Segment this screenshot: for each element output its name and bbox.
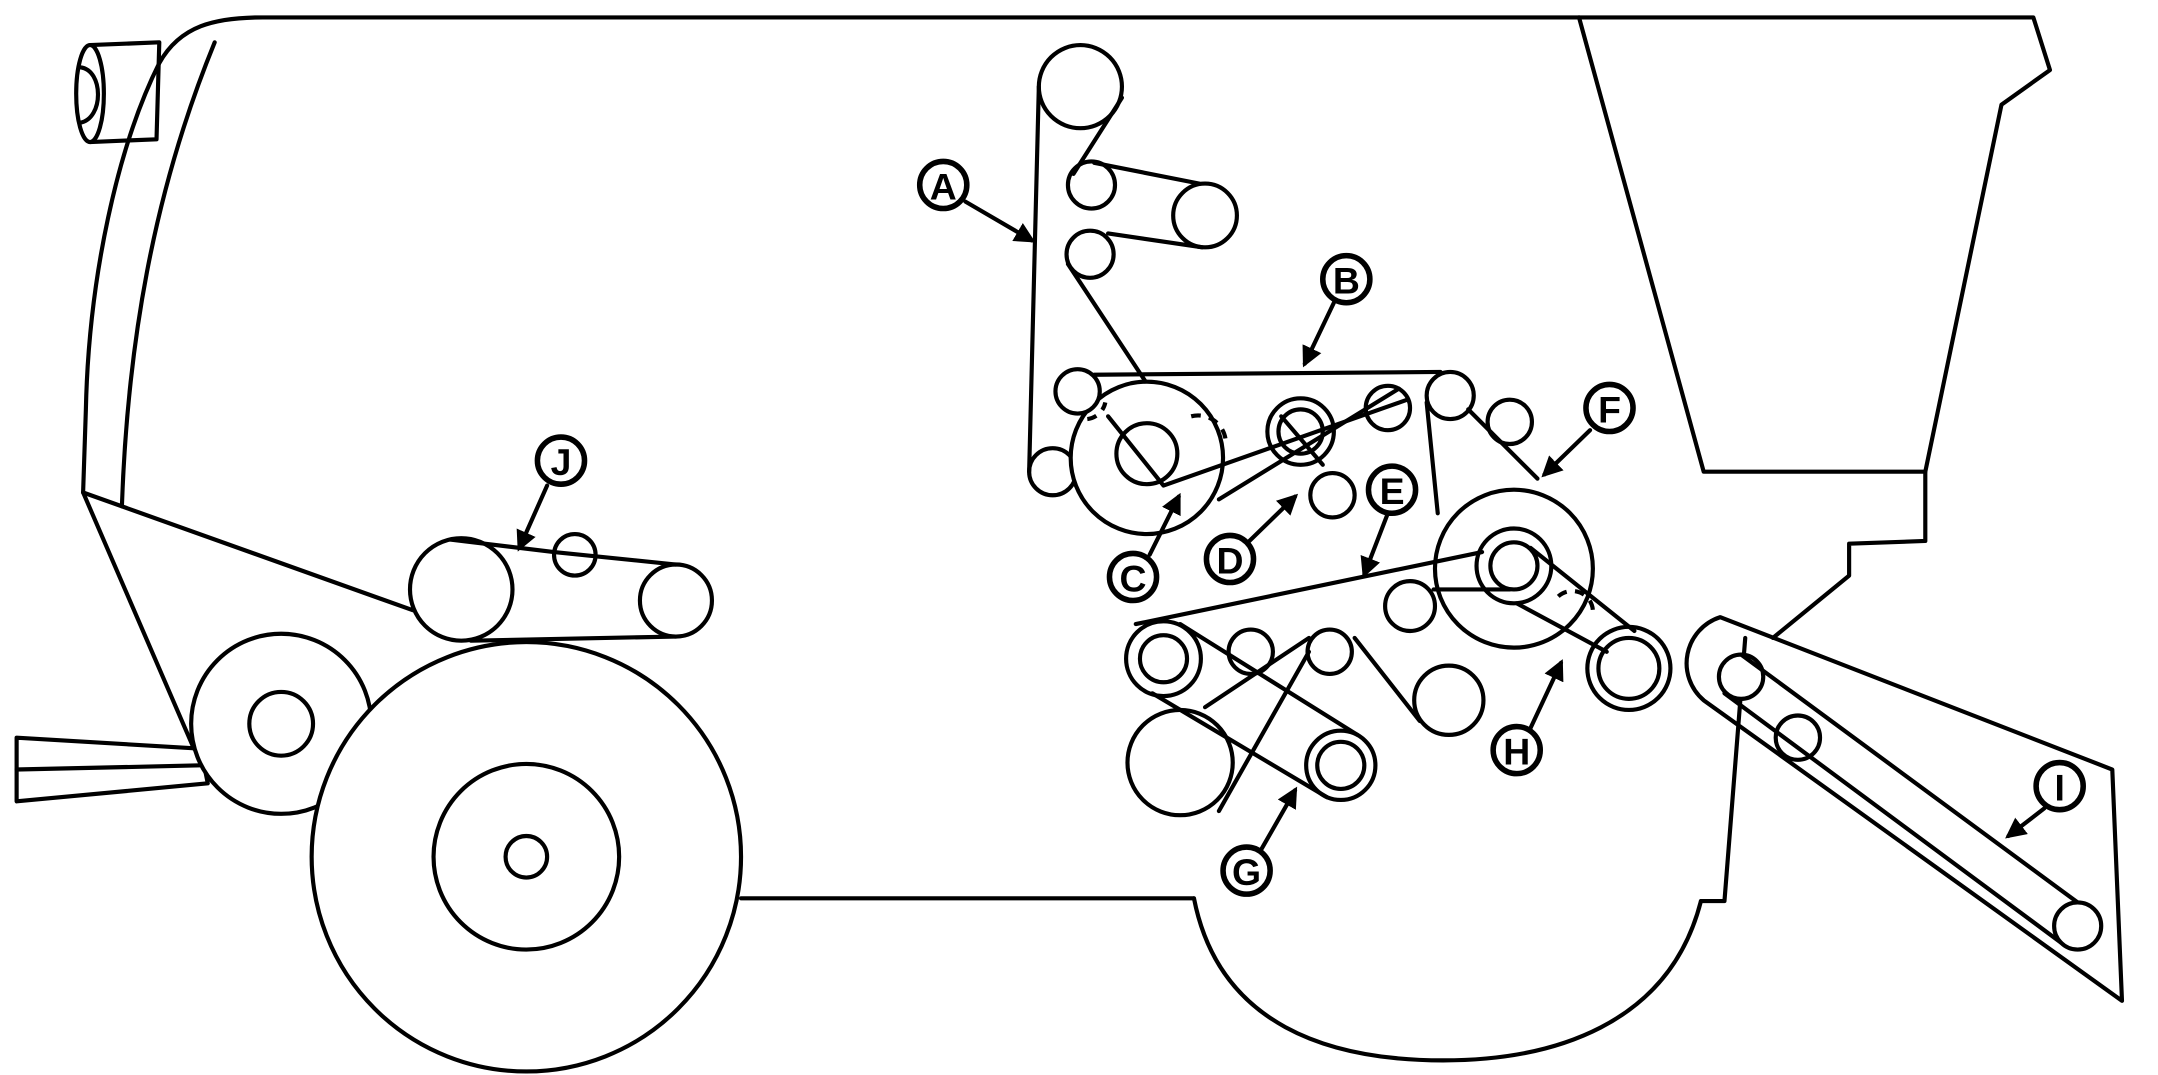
rear-steer-wheel [189, 631, 374, 816]
belt-g-cluster [1124, 549, 1485, 818]
callout-i-label: I [2054, 767, 2064, 809]
callout-f-label: F [1598, 388, 1621, 430]
callout-j-label: J [551, 441, 572, 483]
leader-arrows [516, 199, 2047, 851]
callout-b: B [1320, 252, 1373, 306]
rear-wheel-arch [1191, 896, 1703, 1063]
callout-c-label: C [1120, 557, 1147, 599]
header-pointer [14, 735, 210, 804]
drive-wheel [309, 639, 744, 1074]
callout-e-label: E [1380, 470, 1405, 512]
callout-j: J [534, 434, 588, 487]
callout-c: C [1106, 550, 1160, 604]
belt-bcd-cluster [1053, 367, 1535, 537]
feeder-tube [74, 40, 162, 145]
callout-g: G [1220, 844, 1273, 897]
belt-efh-cluster [1383, 400, 1673, 737]
callout-i: I [2033, 759, 2086, 813]
callout-h: H [1490, 723, 1544, 777]
callout-f: F [1583, 381, 1636, 435]
callout-a: A [916, 158, 970, 212]
callout-e: E [1365, 463, 1419, 517]
callout-d: D [1203, 532, 1257, 586]
callout-g-label: G [1232, 851, 1261, 893]
belt-i-discharge [1684, 615, 2125, 1003]
callout-h-label: H [1503, 730, 1530, 772]
callout-a-label: A [930, 165, 957, 207]
callout-d-label: D [1216, 539, 1243, 581]
belt-j-drive [407, 531, 715, 643]
callout-b-label: B [1333, 260, 1360, 302]
